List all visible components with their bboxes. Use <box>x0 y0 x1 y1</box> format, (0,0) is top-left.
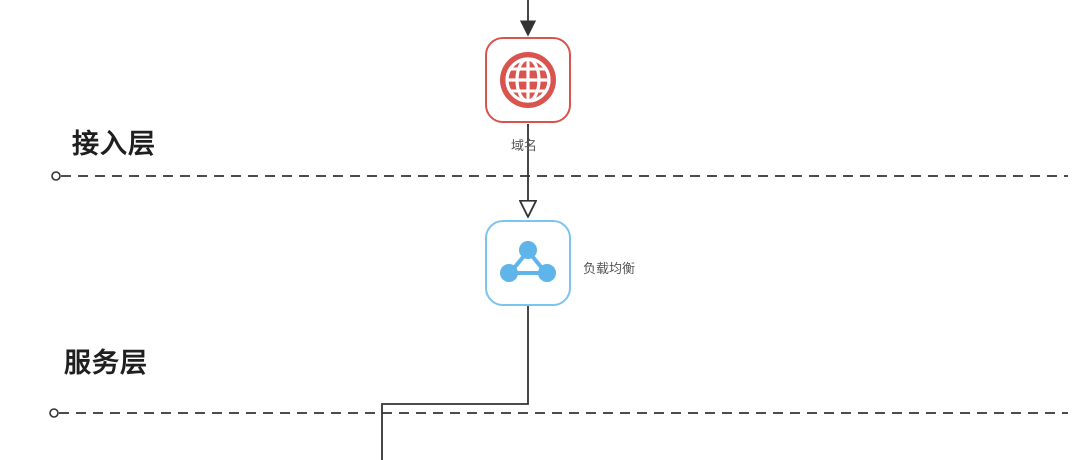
share-nodes-icon <box>500 241 556 282</box>
edge-load-balancer-down <box>381 306 529 460</box>
divider-endpoint <box>51 171 61 181</box>
layer-title-service: 服务层 <box>64 348 148 379</box>
layer-title-access: 接入层 <box>72 129 156 160</box>
globe-icon <box>500 52 556 108</box>
layer-divider-access <box>51 171 1068 181</box>
load-balancer-node-label: 负载均衡 <box>583 262 636 277</box>
load-balancer-node-frame <box>485 220 571 306</box>
load-balancer-node[interactable] <box>485 220 571 306</box>
divider-endpoint <box>49 408 59 418</box>
domain-node-label: 域名 <box>511 139 538 154</box>
layer-divider-service <box>49 408 1068 418</box>
domain-node[interactable] <box>485 37 571 123</box>
